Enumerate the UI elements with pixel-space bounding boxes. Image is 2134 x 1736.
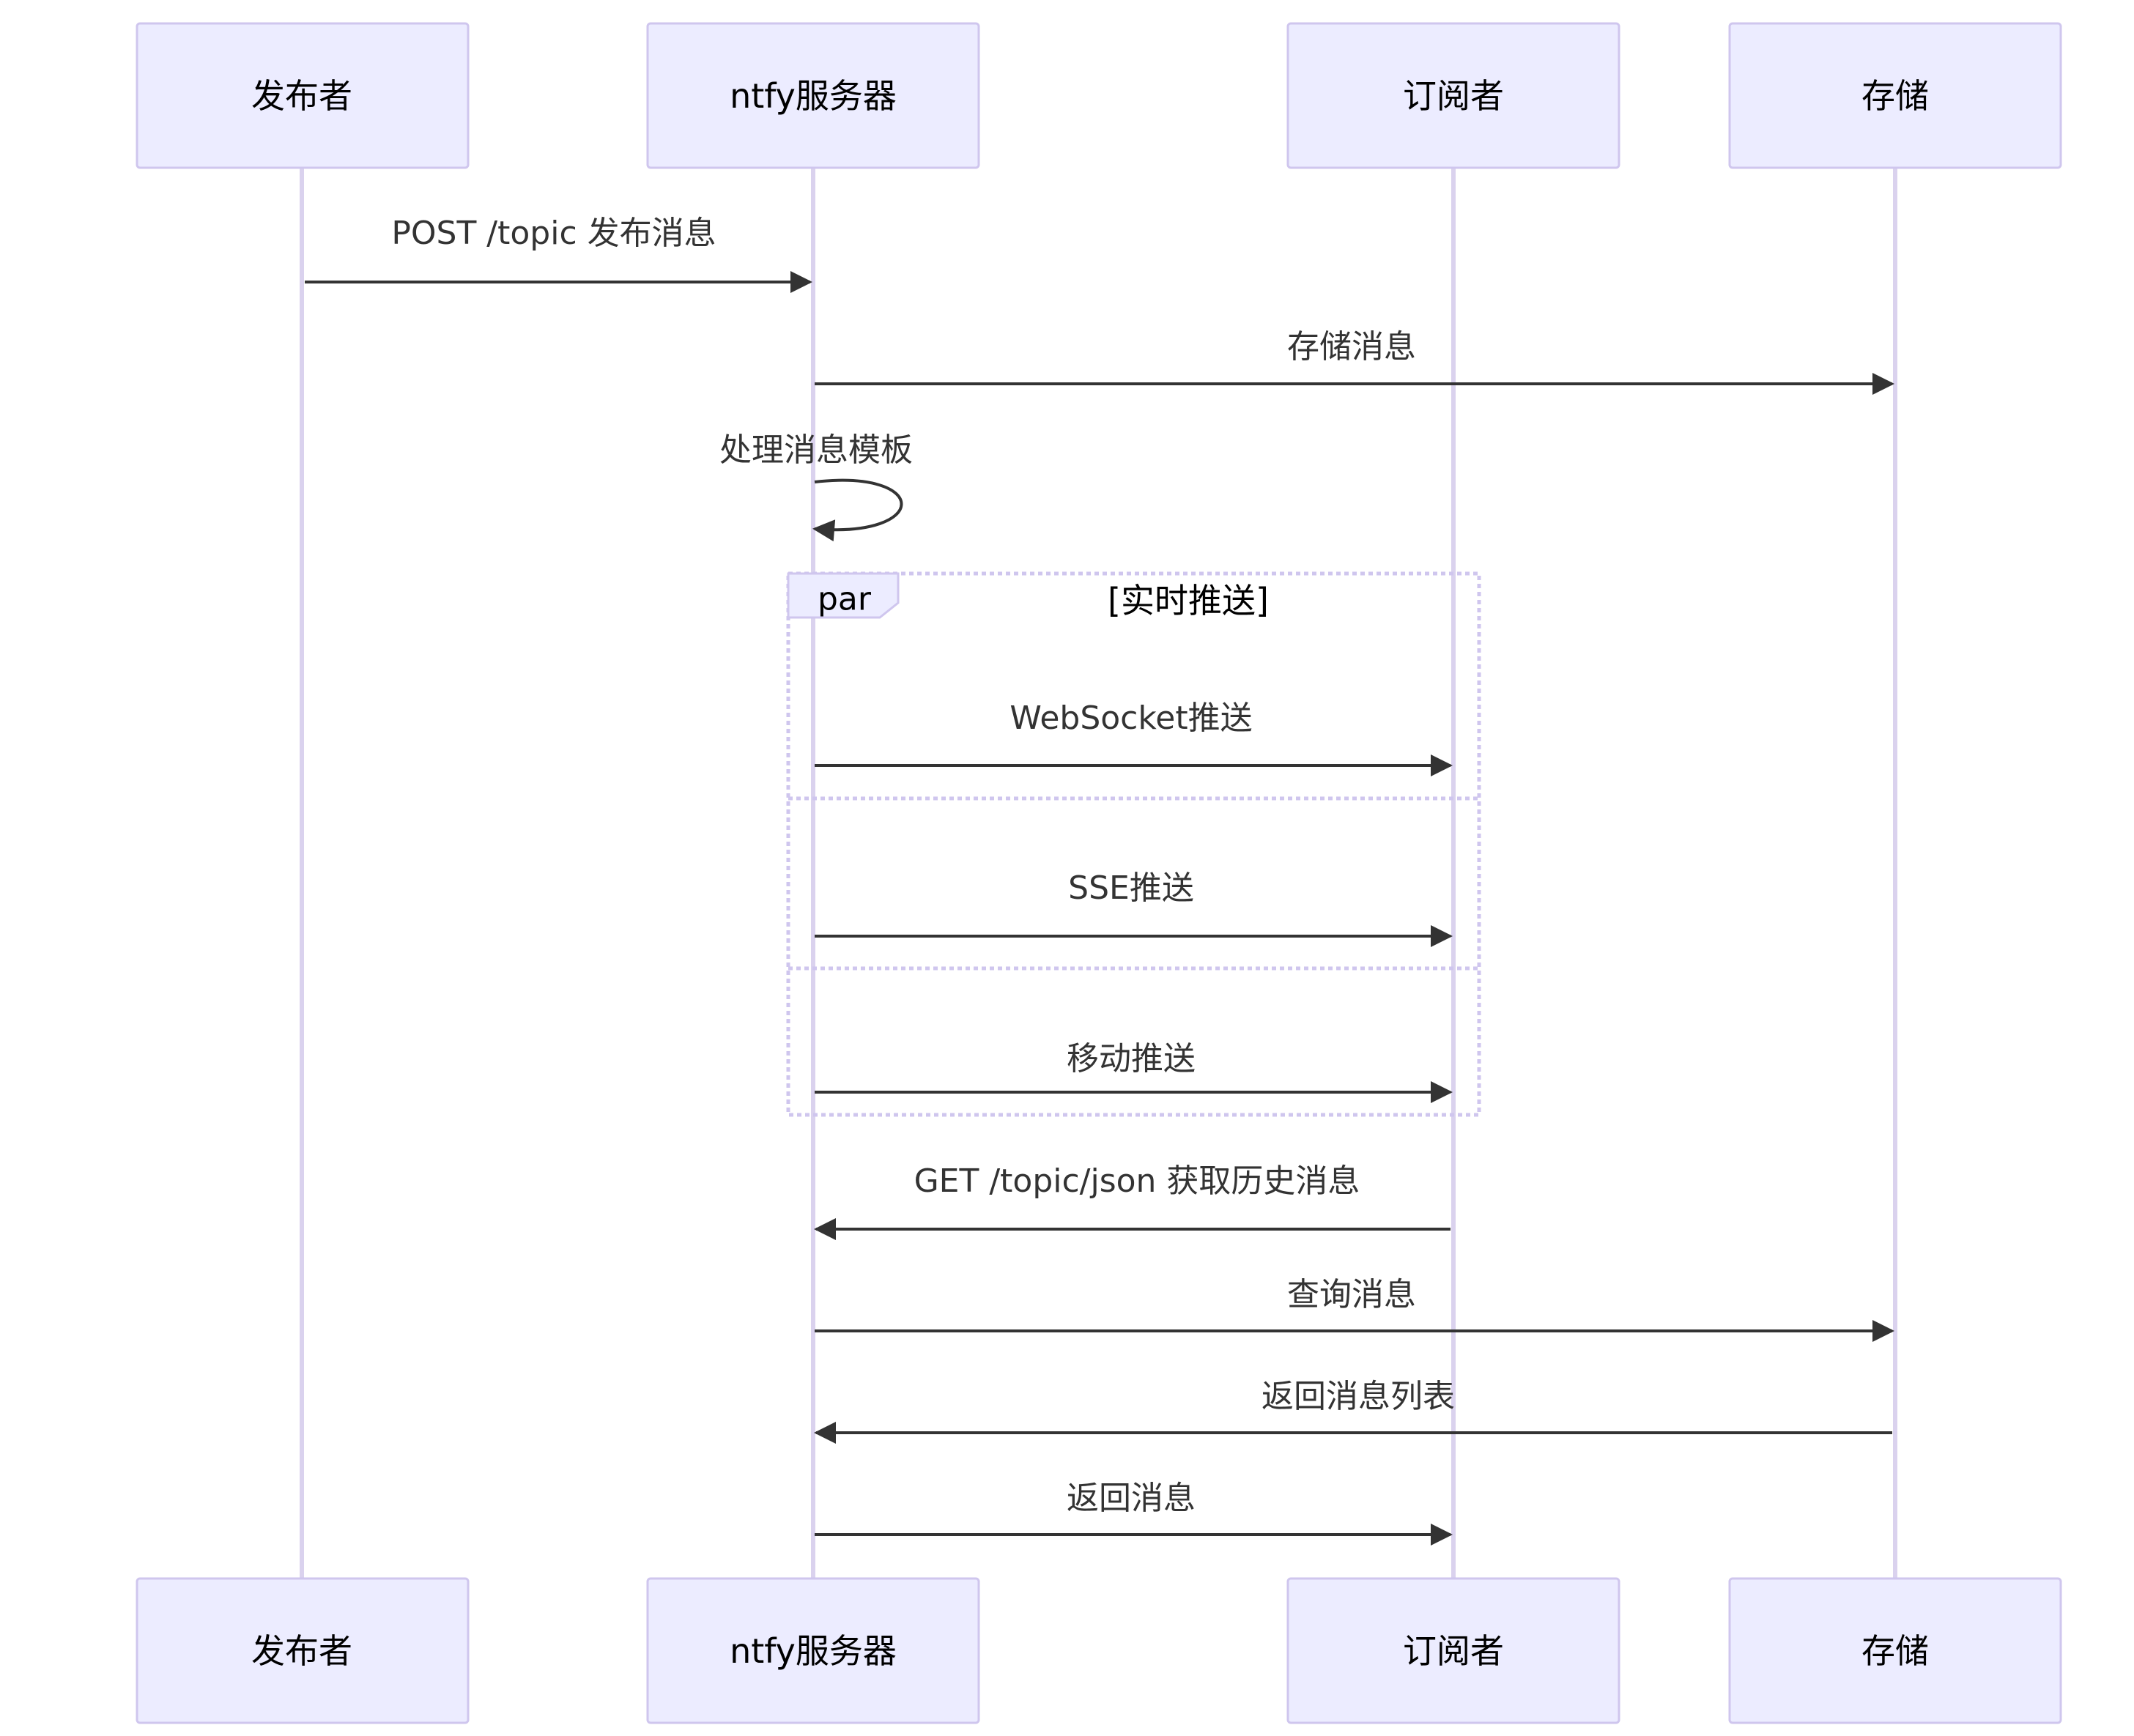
message-label: 查询消息 [1287, 1276, 1416, 1313]
message: 查询消息 [815, 1276, 1894, 1342]
message-label: 返回消息 [1067, 1480, 1196, 1517]
actors-bottom: 发布者 ntfy服务器 订阅者 存储 [136, 1577, 2062, 1724]
message-arrow [812, 478, 903, 542]
actors-top: 发布者 ntfy服务器 订阅者 存储 [136, 22, 2062, 169]
actor-server-bottom: ntfy服务器 [646, 1577, 980, 1724]
message-label: 处理消息模板 [719, 431, 913, 469]
message: 返回消息 [815, 1480, 1453, 1546]
actor-subscriber-bottom: 订阅者 [1286, 1577, 1620, 1724]
message-label: 移动推送 [1067, 1040, 1196, 1077]
actor-label: 发布者 [251, 76, 352, 116]
messages: POST /topic 发布消息 存储消息 处理消息模板 WebSocket推送… [305, 215, 1894, 1546]
par-frame-border [786, 571, 1481, 1117]
actor-storage-bottom: 存储 [1728, 1577, 2062, 1724]
message-label: 返回消息列表 [1261, 1378, 1455, 1415]
message: SSE推送 [815, 869, 1453, 947]
message-label: 存储消息 [1287, 328, 1416, 366]
message: 存储消息 [815, 328, 1894, 395]
actor-subscriber-top: 订阅者 [1286, 22, 1620, 169]
par-frame-type: par [818, 581, 872, 618]
message: 移动推送 [815, 1040, 1453, 1103]
message: POST /topic 发布消息 [305, 215, 812, 293]
actor-label: 订阅者 [1403, 76, 1504, 116]
message: 返回消息列表 [814, 1378, 1892, 1444]
actor-publisher-bottom: 发布者 [136, 1577, 470, 1724]
actor-publisher-top: 发布者 [136, 22, 470, 169]
actor-label: 发布者 [251, 1631, 352, 1671]
message-label: POST /topic 发布消息 [391, 215, 716, 252]
message-label: WebSocket推送 [1009, 700, 1252, 737]
message-self: 处理消息模板 [719, 431, 913, 542]
lifelines [300, 168, 1897, 1579]
par-frame-tag [787, 572, 900, 619]
par-frame-condition: [实时推送] [1108, 581, 1269, 620]
par-frame: par [实时推送] [786, 571, 1481, 1117]
actor-label: 存储 [1861, 1631, 1929, 1671]
actor-label: ntfy服务器 [730, 76, 897, 116]
message-label: GET /topic/json 获取历史消息 [914, 1162, 1360, 1200]
actor-storage-top: 存储 [1728, 22, 2062, 169]
actor-server-top: ntfy服务器 [646, 22, 980, 169]
actor-label: 存储 [1861, 76, 1929, 116]
actor-label: 订阅者 [1403, 1631, 1504, 1671]
message: GET /topic/json 获取历史消息 [814, 1162, 1451, 1240]
message: WebSocket推送 [815, 700, 1453, 776]
actor-label: ntfy服务器 [730, 1631, 897, 1671]
message-label: SSE推送 [1068, 869, 1194, 907]
